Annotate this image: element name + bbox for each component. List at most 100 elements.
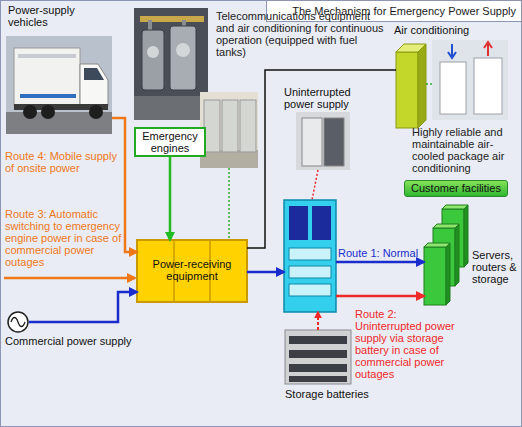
battery-node: Storage batteries xyxy=(285,330,351,384)
rack-side xyxy=(455,224,459,286)
photo-background xyxy=(200,92,258,168)
rack-side xyxy=(464,205,468,267)
photo-sky xyxy=(6,36,112,134)
truck-wheel xyxy=(41,105,55,119)
aircon-unit xyxy=(474,58,502,114)
node-text: Servers, routers & storage xyxy=(472,249,522,285)
rack-side xyxy=(446,243,450,305)
truck-chassis xyxy=(14,104,108,110)
engine-pipe xyxy=(182,20,186,30)
receiving-box: Power-receiving equipment xyxy=(137,240,247,302)
connector xyxy=(247,271,284,274)
server-node: Servers, routers & storage xyxy=(424,205,470,305)
ups-panel xyxy=(289,284,331,296)
truck-cab xyxy=(80,64,108,106)
source-symbol xyxy=(7,311,29,333)
leader-line xyxy=(228,168,230,240)
route-label: Route 2: Uninterrupted power supply via … xyxy=(355,308,465,380)
cabinet xyxy=(302,118,322,166)
engine-pipe xyxy=(148,20,152,34)
connector xyxy=(336,261,424,264)
engine-pipe xyxy=(140,16,204,22)
block-top xyxy=(396,44,426,52)
photo-background xyxy=(296,112,350,170)
note-label: Highly reliable and maintainable air-coo… xyxy=(412,126,520,174)
block-front xyxy=(396,52,418,128)
ups-cabinet xyxy=(284,200,336,312)
sine-wave xyxy=(11,318,25,327)
source-circle xyxy=(8,312,28,332)
rack-front xyxy=(433,228,455,286)
node-text: Air conditioning xyxy=(394,24,504,36)
node-text: Commercial power supply xyxy=(5,335,132,347)
truck-stripe xyxy=(20,94,76,98)
receiving-photo xyxy=(200,92,258,168)
vehicle-node: Power-supply vehicles xyxy=(6,36,112,134)
route-label: Route 4: Mobile supply of onsite power xyxy=(5,150,121,174)
connector xyxy=(317,312,319,330)
photo-background xyxy=(285,330,351,384)
power-source: Commercial power supply xyxy=(7,311,29,333)
leader-line xyxy=(312,170,318,200)
engine-box: Emergency engines xyxy=(134,127,206,157)
rack-front xyxy=(442,209,464,267)
rack-front xyxy=(424,247,446,305)
node-text: Power-receiving equipment xyxy=(137,240,247,282)
ups-module xyxy=(289,206,308,240)
ups-photo xyxy=(296,112,350,170)
truck-window xyxy=(84,68,104,80)
aircon-block xyxy=(396,44,426,128)
truck-wheel xyxy=(89,105,103,119)
route-line xyxy=(4,277,135,280)
node-text: Power-supply vehicles xyxy=(8,4,108,28)
customer-band: Customer facilities xyxy=(404,180,508,197)
cabinet xyxy=(240,100,256,152)
aircon-photo xyxy=(432,40,508,120)
ups-node: Uninterrupted power supply xyxy=(284,200,336,312)
cabinet xyxy=(222,100,238,152)
battery-row xyxy=(289,336,347,344)
node-text: Uninterrupted power supply xyxy=(284,86,380,110)
ups-unit xyxy=(284,200,336,312)
truck-trim xyxy=(18,54,76,58)
engine-gauge xyxy=(176,43,190,57)
photo-ground xyxy=(6,112,112,134)
engine-gauge xyxy=(147,46,159,58)
block-side xyxy=(418,44,426,128)
route-label: Route 1: Normal xyxy=(338,247,424,259)
rack-top xyxy=(433,224,459,228)
vehicle-photo xyxy=(6,36,112,134)
connector xyxy=(336,295,424,298)
aircon-unit xyxy=(440,62,466,114)
battery-row xyxy=(289,364,347,372)
receiving-unit xyxy=(137,240,247,302)
connector xyxy=(29,292,137,322)
cabinet xyxy=(204,100,220,152)
node-text: Emergency engines xyxy=(136,129,204,154)
engine-cylinder xyxy=(142,30,164,90)
leader-line xyxy=(426,83,432,85)
note-label: Route 3: Automatic switching to emergenc… xyxy=(5,208,123,268)
photo-floor xyxy=(134,96,208,120)
ups-panel xyxy=(289,266,331,278)
battery-photo xyxy=(285,330,351,384)
connector xyxy=(247,70,396,248)
note-label: Telecommunications equipment and air con… xyxy=(216,10,388,58)
engine-photo xyxy=(134,8,208,120)
aircon-node: Air conditioning xyxy=(396,44,426,128)
engine-cylinder xyxy=(170,26,196,90)
battery-row xyxy=(289,376,347,382)
rack-top xyxy=(442,205,468,209)
photo-background xyxy=(432,40,508,120)
truck-body xyxy=(14,48,80,106)
cabinet xyxy=(324,118,344,166)
server-racks xyxy=(424,205,468,305)
airflow-arrow xyxy=(448,44,456,58)
photo-background xyxy=(134,8,208,120)
truck-wheel xyxy=(23,105,37,119)
node-text: Customer facilities xyxy=(405,181,507,194)
photo-floor xyxy=(200,150,258,168)
receiving-cabinet xyxy=(137,240,247,302)
